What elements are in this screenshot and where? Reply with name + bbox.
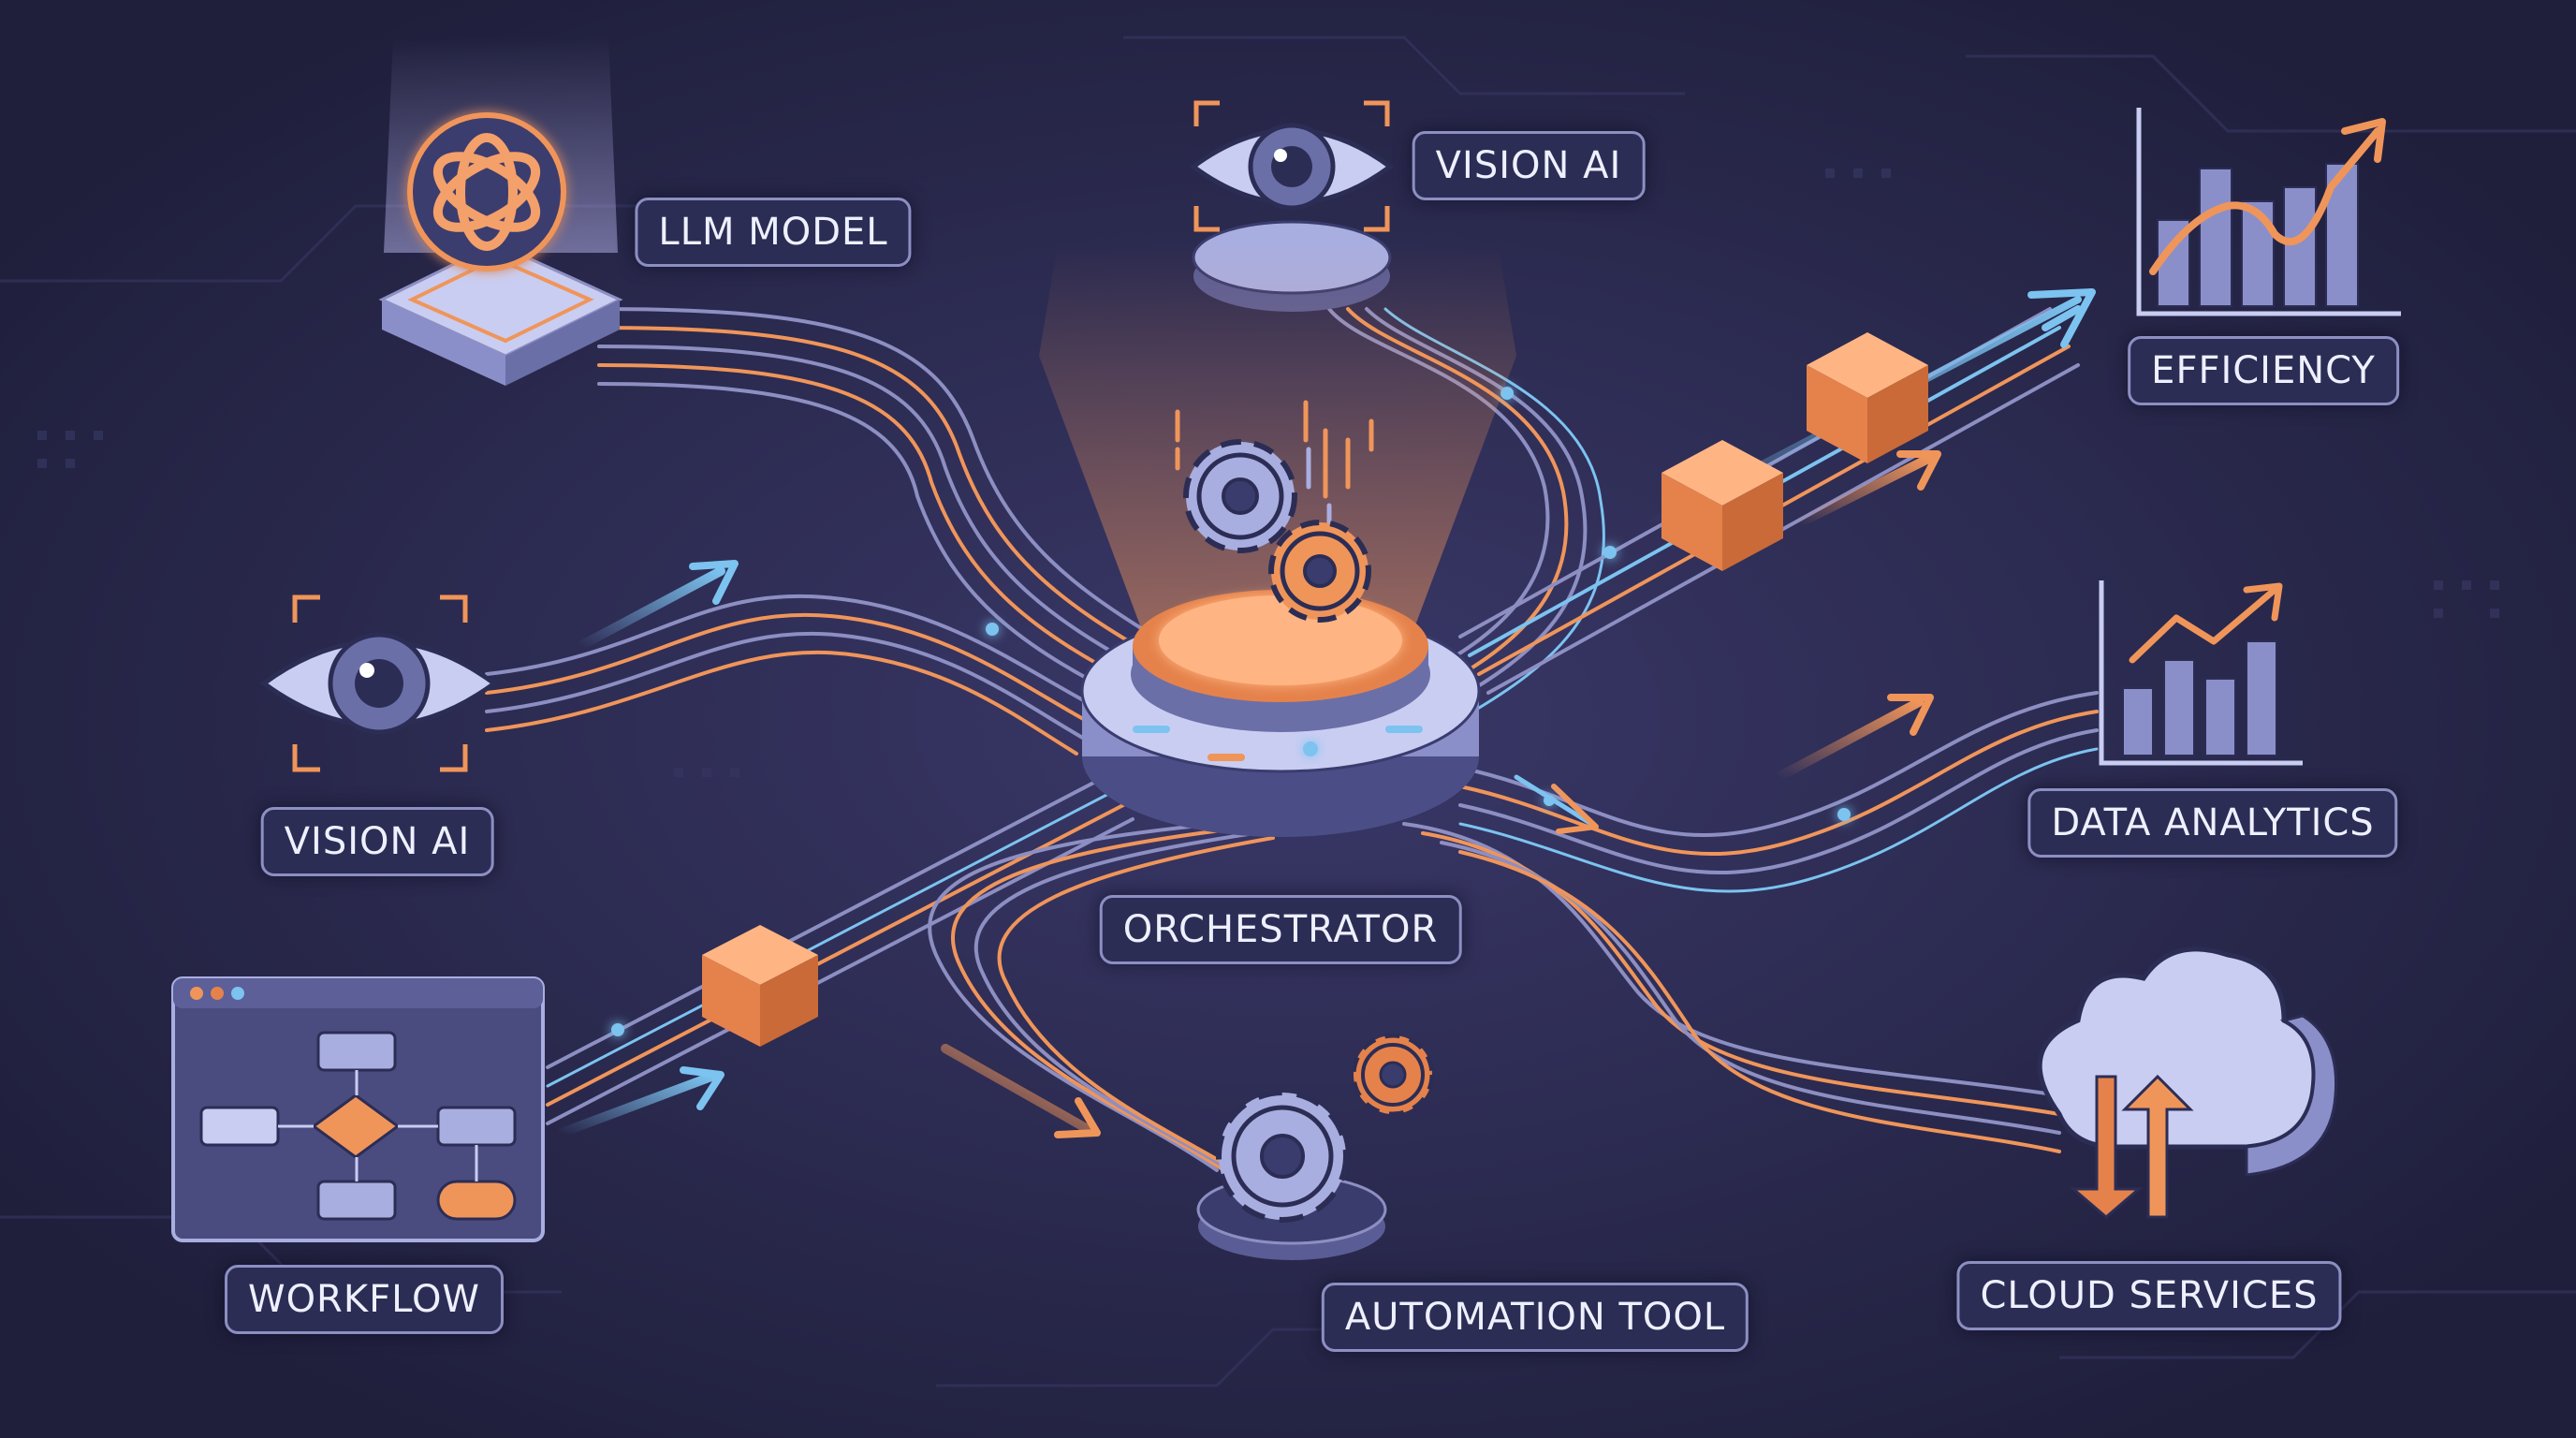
workflow-node[interactable] [171,976,545,1242]
window-dot-red [190,987,203,1000]
window-dot-orange [211,987,224,1000]
efficiency-node[interactable] [2136,108,2401,316]
data-packet-cube [1661,440,1783,571]
arrow-automation-in [941,1044,1101,1138]
focus-brackets [1193,100,1390,232]
arrow-efficiency-orange [1793,450,1941,529]
arrow-vision-in [576,560,739,651]
data-bars [1175,400,1374,499]
label-data-analytics: DATA ANALYTICS [2027,788,2398,858]
openai-logo-icon [407,112,566,271]
label-orchestrator: ORCHESTRATOR [1099,895,1462,964]
label-vision-ai-top: VISION AI [1412,131,1646,200]
connector-llm [597,307,1172,704]
status-lights [1133,726,1423,761]
gear-icon [1351,1033,1435,1117]
connector-cloud [1402,822,2061,1153]
eye-icon [259,632,499,735]
orchestrator-light-beam [1039,243,1516,655]
window-dot-blue [231,987,244,1000]
label-llm-model: LLM MODEL [635,198,912,267]
vision-ai-left-node[interactable] [259,594,499,772]
arrow-analytics-out [1774,694,1934,782]
label-vision-ai-left: VISION AI [260,807,494,876]
background-dot-grid [37,169,2499,777]
focus-brackets [292,594,468,772]
gear-icon [1183,439,1297,553]
data-analytics-node[interactable] [2099,580,2303,766]
orchestrator-node[interactable] [1039,243,1516,837]
automation-tool-node[interactable] [1196,1033,1435,1260]
connector-vision-left [485,594,1106,756]
arrow-workflow-in [557,1066,724,1137]
data-packet-cube [702,925,818,1047]
label-cloud-services: CLOUD SERVICES [1956,1261,2342,1330]
label-automation-tool: AUTOMATION TOOL [1321,1283,1749,1352]
gear-icon [1216,1090,1349,1223]
bar-chart-icon [2136,108,2401,316]
bar-chart-icon [2099,580,2303,766]
cloud-services-node[interactable] [2037,946,2338,1219]
data-blips [611,387,1851,1036]
eye-icon [1189,123,1395,211]
flowchart-window-icon [199,1031,517,1221]
cloud-sync-icon [2037,946,2338,1219]
llm-model-node[interactable] [378,37,623,386]
gear-icon [1268,520,1371,623]
label-workflow: WORKFLOW [225,1265,504,1334]
label-efficiency: EFFICIENCY [2128,336,2399,405]
connector-automation [928,822,1275,1186]
data-packet-cube [1807,332,1928,463]
